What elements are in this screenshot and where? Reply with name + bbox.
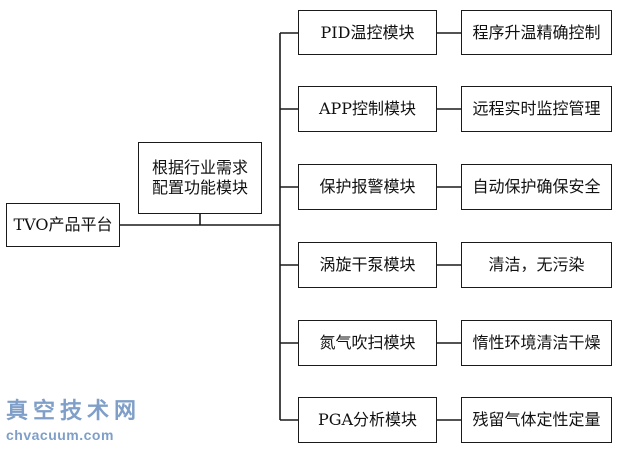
- desc-box-pid: 程序升温精确控制: [461, 10, 612, 55]
- desc-box-pump: 清洁，无污染: [461, 242, 612, 288]
- root-label: TVO产品平台: [13, 215, 113, 234]
- desc-label: 程序升温精确控制: [472, 22, 601, 42]
- desc-box-alarm: 自动保护确保安全: [461, 164, 612, 210]
- module-label: 保护报警模块: [319, 177, 416, 196]
- desc-label: 惰性环境清洁干燥: [472, 333, 601, 352]
- module-box-pid: PID温控模块: [298, 10, 437, 55]
- module-box-pump: 涡旋干泵模块: [298, 242, 437, 288]
- desc-label: 自动保护确保安全: [472, 177, 601, 196]
- watermark-cn: 真空技术网: [6, 398, 142, 423]
- config-box: 根据行业需求 配置功能模块: [138, 142, 262, 214]
- desc-label: 残留气体定性定量: [472, 410, 601, 429]
- module-box-app: APP控制模块: [298, 86, 437, 132]
- module-box-alarm: 保护报警模块: [298, 164, 437, 210]
- config-line-1: 根据行业需求: [151, 158, 248, 177]
- module-label: PID温控模块: [320, 22, 415, 42]
- module-label: 涡旋干泵模块: [319, 255, 416, 274]
- desc-label: 清洁，无污染: [488, 255, 585, 274]
- module-label: PGA分析模块: [317, 410, 418, 429]
- module-label: 氮气吹扫模块: [319, 333, 416, 352]
- watermark-url: chvacuum.com: [6, 427, 114, 443]
- desc-box-nitrogen: 惰性环境清洁干燥: [461, 320, 612, 366]
- module-box-pga: PGA分析模块: [298, 397, 437, 443]
- watermark: 真空技术网 chvacuum.com: [6, 398, 166, 444]
- desc-box-app: 远程实时监控管理: [461, 86, 612, 132]
- module-label: APP控制模块: [318, 99, 417, 118]
- desc-box-pga: 残留气体定性定量: [461, 397, 612, 443]
- module-box-nitrogen: 氮气吹扫模块: [298, 320, 437, 366]
- config-line-2: 配置功能模块: [151, 178, 248, 197]
- desc-label: 远程实时监控管理: [472, 99, 601, 118]
- root-box: TVO产品平台: [6, 203, 120, 247]
